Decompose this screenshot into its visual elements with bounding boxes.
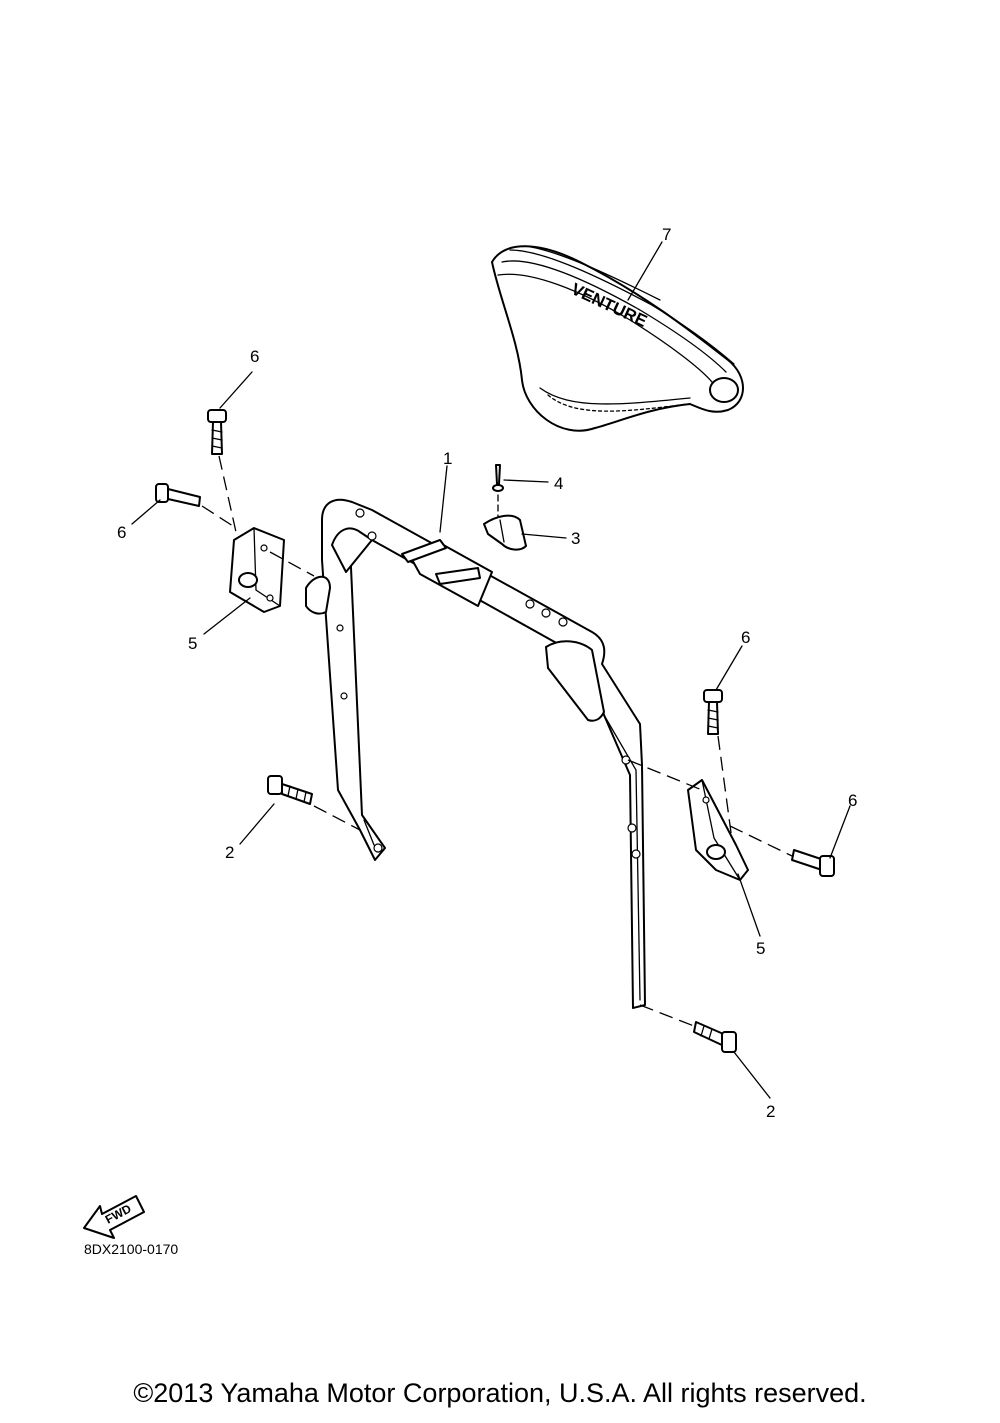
callout-1: 1	[443, 449, 452, 468]
bolt-6-right	[791, 849, 835, 877]
bolt-2-right	[693, 1021, 737, 1053]
diagram-code: 8DX2100-0170	[84, 1241, 179, 1257]
bolt-6-top-right	[703, 689, 723, 735]
callout-6-top-right: 6	[741, 628, 750, 647]
callout-6-top-left: 6	[250, 347, 259, 366]
callout-5-left: 5	[188, 634, 197, 653]
leader-lines	[131, 241, 851, 1099]
callout-6-right: 6	[848, 791, 857, 810]
bracket-left	[229, 527, 331, 615]
callout-5-right: 5	[756, 939, 765, 958]
bolt-6-mid-left	[155, 483, 201, 507]
assembly-lines	[201, 455, 793, 1027]
callout-4: 4	[554, 474, 563, 493]
steering-frame	[321, 498, 646, 1009]
callout-3: 3	[571, 529, 580, 548]
bolt-2-left	[267, 775, 313, 805]
frame-sleeve	[401, 539, 493, 607]
bracket-right	[687, 779, 749, 881]
callout-6-mid-left: 6	[117, 523, 126, 542]
callout-2-left: 2	[225, 843, 234, 862]
bolt-6-top-left	[207, 409, 227, 455]
callout-2-right: 2	[766, 1102, 775, 1121]
clip	[483, 494, 527, 551]
rivet	[492, 464, 504, 492]
fwd-arrow-icon: FWD	[83, 1195, 145, 1239]
copyright-notice: ©2013 Yamaha Motor Corporation, U.S.A. A…	[133, 1378, 867, 1408]
seat: VENTURE	[491, 245, 744, 432]
callout-7: 7	[662, 225, 671, 244]
